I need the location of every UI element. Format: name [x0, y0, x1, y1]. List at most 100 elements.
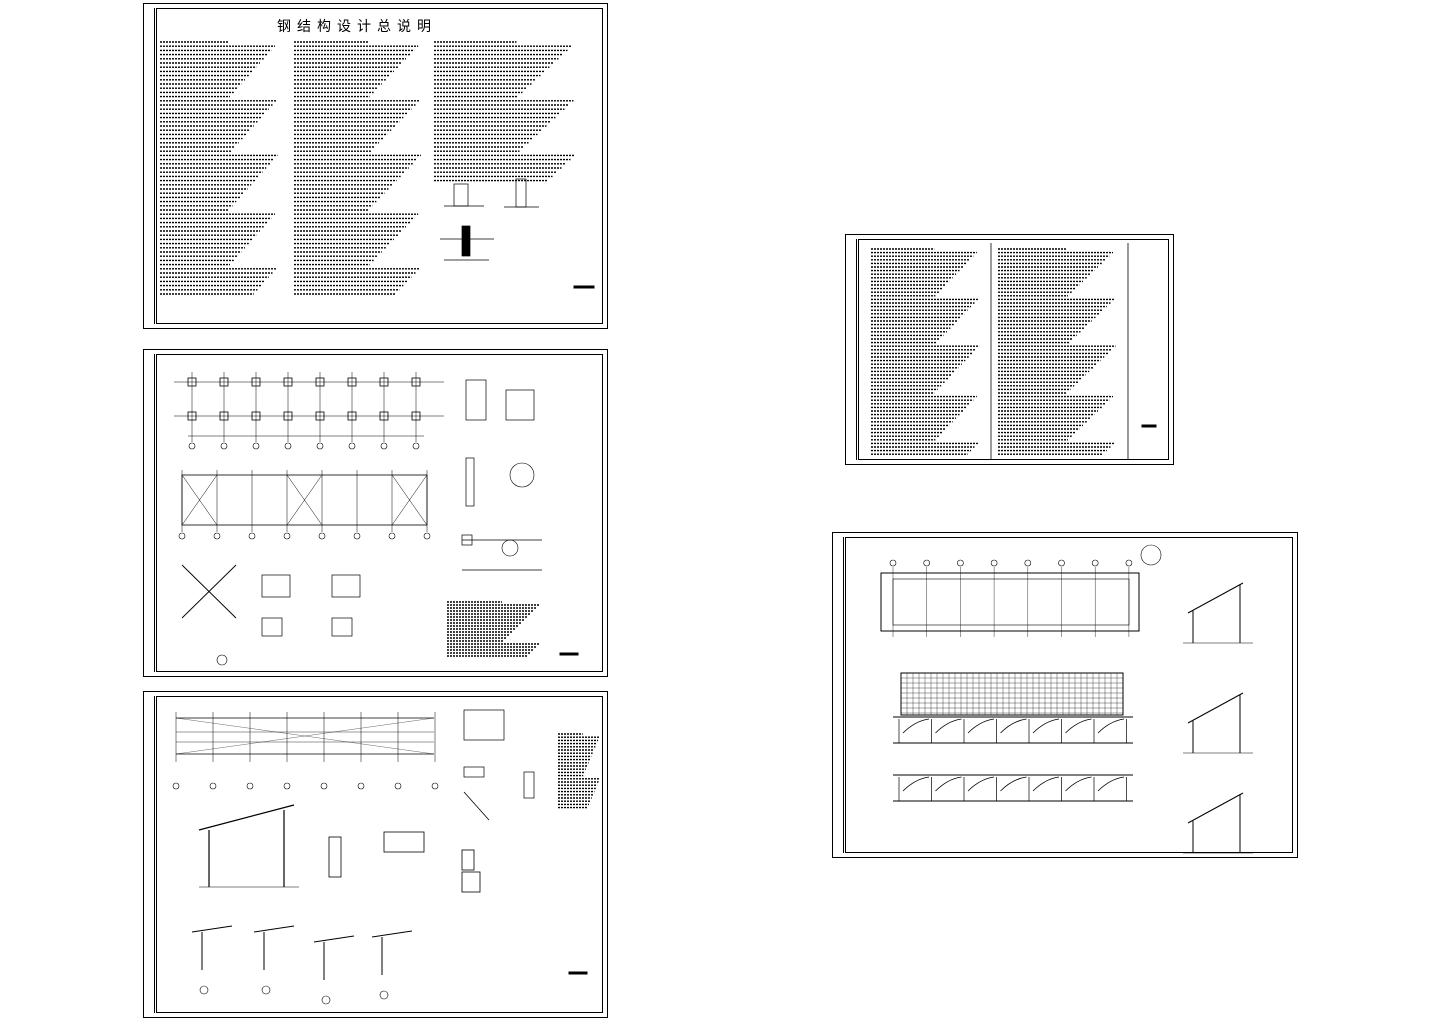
- axis-bubble: [357, 782, 365, 790]
- brace-line: [391, 474, 428, 526]
- bolt-detail: [261, 574, 291, 598]
- sheet-frame: [156, 696, 603, 1013]
- detail-rafter: [253, 925, 295, 933]
- axis-bubble: [172, 782, 180, 790]
- rafter: [198, 804, 295, 831]
- brace-line: [181, 474, 218, 526]
- arch-truss: [1065, 776, 1092, 792]
- roof-plan: [880, 572, 1140, 632]
- brace-line: [175, 717, 435, 755]
- rafter: [1187, 692, 1244, 724]
- column-detail: [523, 771, 535, 799]
- sheet-frame: [156, 8, 603, 324]
- axis-bubble: [320, 782, 328, 790]
- detail-sketch: [515, 178, 527, 208]
- axis-bubble: [246, 782, 254, 790]
- sheet-foundation-plan: [143, 349, 608, 677]
- axis-bubble: [284, 442, 292, 450]
- axis-bubble: [213, 532, 221, 540]
- detail-rafter: [313, 935, 355, 943]
- bolt-detail: [331, 617, 353, 637]
- detail-callout: [199, 985, 209, 995]
- notes-2-drawing: [871, 243, 1157, 460]
- arch-truss: [902, 776, 930, 792]
- sheet-frame: [858, 239, 1169, 460]
- detail-callout: [321, 995, 331, 1005]
- sheet-title: 钢结构设计总说明: [277, 19, 437, 35]
- detail-callout: [216, 654, 228, 666]
- axis-bubble: [889, 559, 897, 567]
- sheet-frame: [845, 537, 1293, 853]
- axis-bubble: [923, 559, 930, 567]
- title-block-strip: [146, 8, 155, 324]
- detail-rafter: [191, 925, 233, 933]
- arch-truss: [935, 776, 962, 792]
- axis-bubble: [380, 442, 388, 450]
- arch-truss: [1032, 718, 1060, 734]
- axis-bubble: [1125, 559, 1133, 567]
- roof-panel-plan: [900, 672, 1124, 716]
- drawing-number: [559, 652, 579, 656]
- foundation-drawing: [174, 372, 579, 666]
- axis-bubble: [388, 532, 396, 540]
- axis-bubble: [1024, 559, 1032, 567]
- beam-column-joint: [383, 831, 425, 853]
- title-block-strip: [848, 239, 857, 460]
- connection-detail: [501, 539, 519, 557]
- arch-truss: [935, 718, 962, 734]
- connection-detail: [463, 709, 505, 741]
- detail-sketch: [461, 225, 471, 257]
- drawing-number: [568, 971, 588, 975]
- detail-callout: [261, 985, 271, 995]
- notes-drawing: [160, 41, 595, 295]
- column-base: [461, 849, 475, 871]
- cross-brace: [181, 564, 237, 619]
- axis-bubble: [423, 532, 431, 540]
- sheet-plan-elevations: [832, 532, 1298, 858]
- drawing-number: [573, 285, 595, 289]
- column-base: [461, 871, 481, 893]
- axis-bubble: [990, 559, 998, 567]
- axis-bubble: [209, 782, 217, 790]
- axis-bubble: [283, 532, 291, 540]
- arch-truss: [1065, 718, 1092, 734]
- plan-drawing: [880, 544, 1253, 854]
- title-block-strip: [835, 537, 844, 853]
- axis-bubble: [220, 442, 228, 450]
- base-plate-detail: [505, 389, 535, 421]
- elevation-drawing: [172, 709, 600, 1005]
- arch-truss: [1032, 776, 1060, 792]
- sheet-general-notes: 钢结构设计总说明: [143, 3, 608, 329]
- axis-bubble: [412, 442, 420, 450]
- arch-truss: [1000, 776, 1027, 792]
- beam-column-joint: [328, 836, 342, 878]
- title-block-strip: [146, 696, 155, 1013]
- sheet-frame-elevation: [143, 691, 608, 1018]
- sheet-design-notes-2: [845, 234, 1174, 465]
- north-arrow: [1140, 544, 1162, 566]
- brace-line: [286, 474, 323, 526]
- bolt-detail: [261, 617, 283, 637]
- axis-bubble: [1091, 559, 1099, 567]
- axis-bubble: [1058, 559, 1065, 567]
- arch-truss: [902, 718, 930, 734]
- axis-bubble: [316, 442, 324, 450]
- detail-rafter: [371, 930, 413, 938]
- rafter: [1187, 792, 1244, 824]
- arch-truss: [1000, 718, 1027, 734]
- axis-bubble: [431, 782, 439, 790]
- axis-bubble: [178, 532, 186, 540]
- arch-truss: [1097, 776, 1125, 792]
- base-plate-detail: [465, 379, 487, 421]
- axis-bubble: [348, 442, 356, 450]
- bolt-detail: [331, 574, 361, 598]
- arch-truss: [1097, 718, 1125, 734]
- axis-bubble: [283, 782, 291, 790]
- arch-truss: [967, 718, 995, 734]
- rafter: [1187, 582, 1244, 614]
- axis-bubble: [252, 442, 260, 450]
- pipe-section: [509, 462, 535, 488]
- axis-bubble: [318, 532, 326, 540]
- axis-bubble: [188, 442, 196, 450]
- detail-sketch: [453, 183, 469, 207]
